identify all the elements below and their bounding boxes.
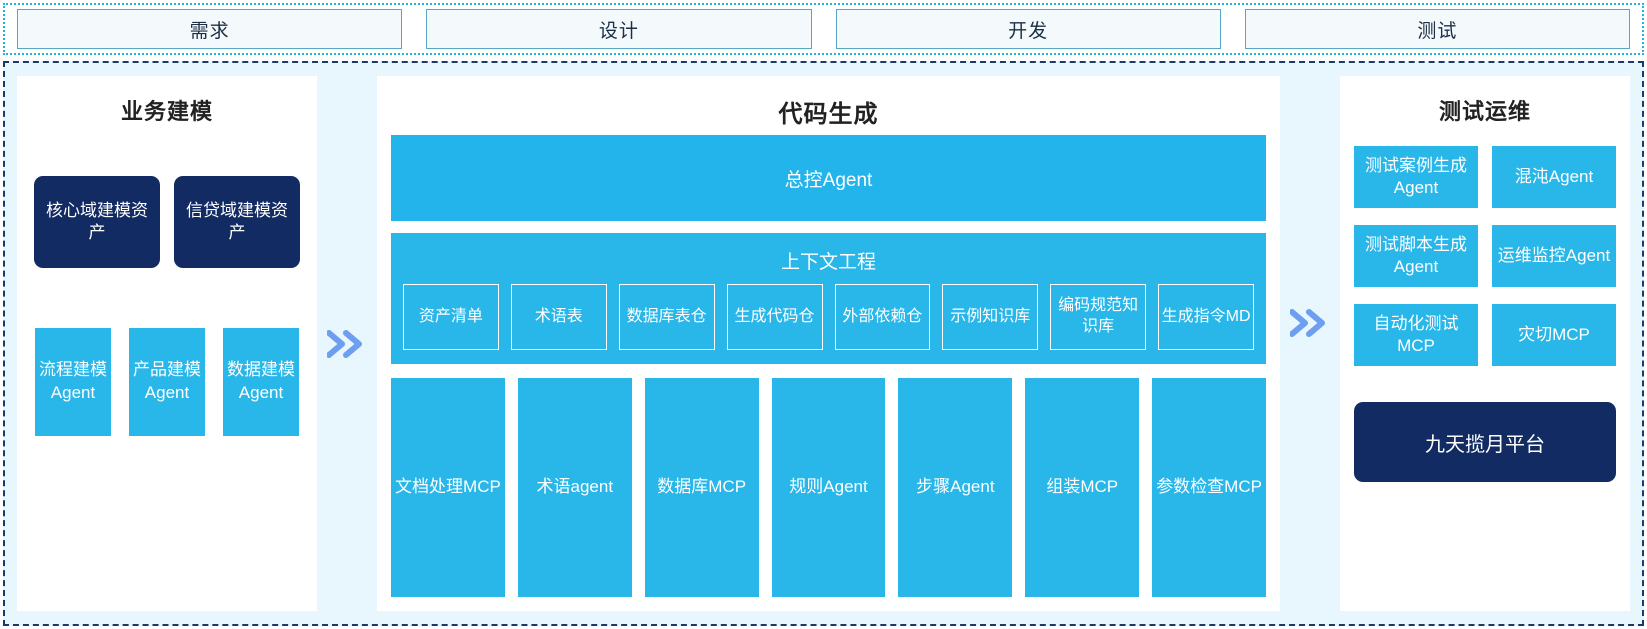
phase-cell-testing: 测试 xyxy=(1233,9,1642,49)
phase-cell-design: 设计 xyxy=(414,9,823,49)
panel-title-code-generation: 代码生成 xyxy=(778,101,879,128)
panel-code-generation: 代码生成 总控Agent 上下文工程 资产清单 术语表 数据库表仓 生成代码仓 … xyxy=(377,76,1280,611)
business-modeling-body: 核心域建模资产 信贷域建模资产 流程建模Agent 产品建模Agent 数据建模… xyxy=(31,128,303,597)
double-chevron-right-icon xyxy=(1290,309,1325,337)
agent-box-process-modeling[interactable]: 流程建模Agent xyxy=(35,328,111,436)
tool-box-rule-agent[interactable]: 规则Agent xyxy=(771,378,886,597)
test-box-disaster-switch-mcp[interactable]: 灾切MCP xyxy=(1492,304,1616,366)
tool-box-document-processing-mcp[interactable]: 文档处理MCP xyxy=(391,378,505,597)
context-item-example-knowledge-base[interactable]: 示例知识库 xyxy=(942,284,1039,350)
context-item-glossary[interactable]: 术语表 xyxy=(510,284,607,350)
panel-test-operations: 测试运维 测试案例生成Agent 混沌Agent 测试脚本生成Agent 运维监… xyxy=(1340,76,1630,611)
test-box-test-script-generation-agent[interactable]: 测试脚本生成Agent xyxy=(1354,225,1478,287)
panels-row: 业务建模 核心域建模资产 信贷域建模资产 流程建模Agent 产品建模Agent… xyxy=(5,63,1642,624)
context-item-asset-inventory[interactable]: 资产清单 xyxy=(403,284,499,350)
panel-title-business-modeling: 业务建模 xyxy=(120,99,213,124)
phase-box-development[interactable]: 开发 xyxy=(835,9,1221,49)
asset-box-credit-domain[interactable]: 信贷域建模资产 xyxy=(174,176,300,268)
test-box-ops-monitoring-agent[interactable]: 运维监控Agent xyxy=(1492,225,1616,287)
context-engineering-title: 上下文工程 xyxy=(780,252,876,273)
code-generation-body: 总控Agent 上下文工程 资产清单 术语表 数据库表仓 生成代码仓 外部依赖仓… xyxy=(391,135,1267,597)
test-operations-grid: 测试案例生成Agent 混沌Agent 测试脚本生成Agent 运维监控Agen… xyxy=(1354,146,1616,366)
master-agent-band[interactable]: 总控Agent xyxy=(391,135,1266,221)
context-items-row: 资产清单 术语表 数据库表仓 生成代码仓 外部依赖仓 示例知识库 编码规范知识库… xyxy=(403,284,1254,350)
business-agent-row: 流程建模Agent 产品建模Agent 数据建模Agent xyxy=(31,328,303,436)
agent-box-data-modeling[interactable]: 数据建模Agent xyxy=(223,328,299,436)
platform-box-jiutian-lanyue[interactable]: 九天揽月平台 xyxy=(1354,402,1616,482)
test-box-automated-testing-mcp[interactable]: 自动化测试MCP xyxy=(1354,304,1478,366)
double-chevron-right-icon xyxy=(327,329,362,358)
phase-box-design[interactable]: 设计 xyxy=(426,9,812,49)
context-item-coding-standard-knowledge-base[interactable]: 编码规范知识库 xyxy=(1050,284,1147,350)
business-asset-row: 核心域建模资产 信贷域建模资产 xyxy=(31,176,303,268)
context-item-db-table-repo[interactable]: 数据库表仓 xyxy=(618,284,715,350)
tool-box-assembly-mcp[interactable]: 组装MCP xyxy=(1025,378,1140,597)
panel-title-test-operations: 测试运维 xyxy=(1438,99,1531,124)
phase-cell-development: 开发 xyxy=(824,9,1233,49)
test-box-test-case-generation-agent[interactable]: 测试案例生成Agent xyxy=(1354,146,1478,208)
context-item-external-dependency-repo[interactable]: 外部依赖仓 xyxy=(834,284,931,350)
test-operations-body: 测试案例生成Agent 混沌Agent 测试脚本生成Agent 运维监控Agen… xyxy=(1354,128,1616,597)
tool-box-parameter-check-mcp[interactable]: 参数检查MCP xyxy=(1152,378,1267,597)
main-container: 业务建模 核心域建模资产 信贷域建模资产 流程建模Agent 产品建模Agent… xyxy=(3,61,1644,626)
phase-box-testing[interactable]: 测试 xyxy=(1244,9,1630,49)
phase-box-requirements[interactable]: 需求 xyxy=(17,9,403,49)
tool-box-glossary-agent[interactable]: 术语agent xyxy=(517,378,632,597)
asset-box-core-domain[interactable]: 核心域建模资产 xyxy=(34,176,160,268)
flow-arrow-left xyxy=(317,76,377,611)
tool-row: 文档处理MCP 术语agent 数据库MCP 规则Agent 步骤Agent 组… xyxy=(391,378,1267,597)
context-engineering-band: 上下文工程 资产清单 术语表 数据库表仓 生成代码仓 外部依赖仓 示例知识库 编… xyxy=(391,233,1266,364)
context-item-generated-code-repo[interactable]: 生成代码仓 xyxy=(726,284,823,350)
tool-box-step-agent[interactable]: 步骤Agent xyxy=(898,378,1013,597)
tool-box-database-mcp[interactable]: 数据库MCP xyxy=(644,378,759,597)
flow-arrow-right xyxy=(1280,76,1340,611)
panel-business-modeling: 业务建模 核心域建模资产 信贷域建模资产 流程建模Agent 产品建模Agent… xyxy=(17,76,317,611)
context-item-generation-instruction-md[interactable]: 生成指令MD xyxy=(1158,284,1254,350)
agent-box-product-modeling[interactable]: 产品建模Agent xyxy=(129,328,205,436)
phase-cell-requirements: 需求 xyxy=(5,9,414,49)
phase-strip: 需求 设计 开发 测试 xyxy=(3,3,1644,55)
test-box-chaos-agent[interactable]: 混沌Agent xyxy=(1492,146,1616,208)
